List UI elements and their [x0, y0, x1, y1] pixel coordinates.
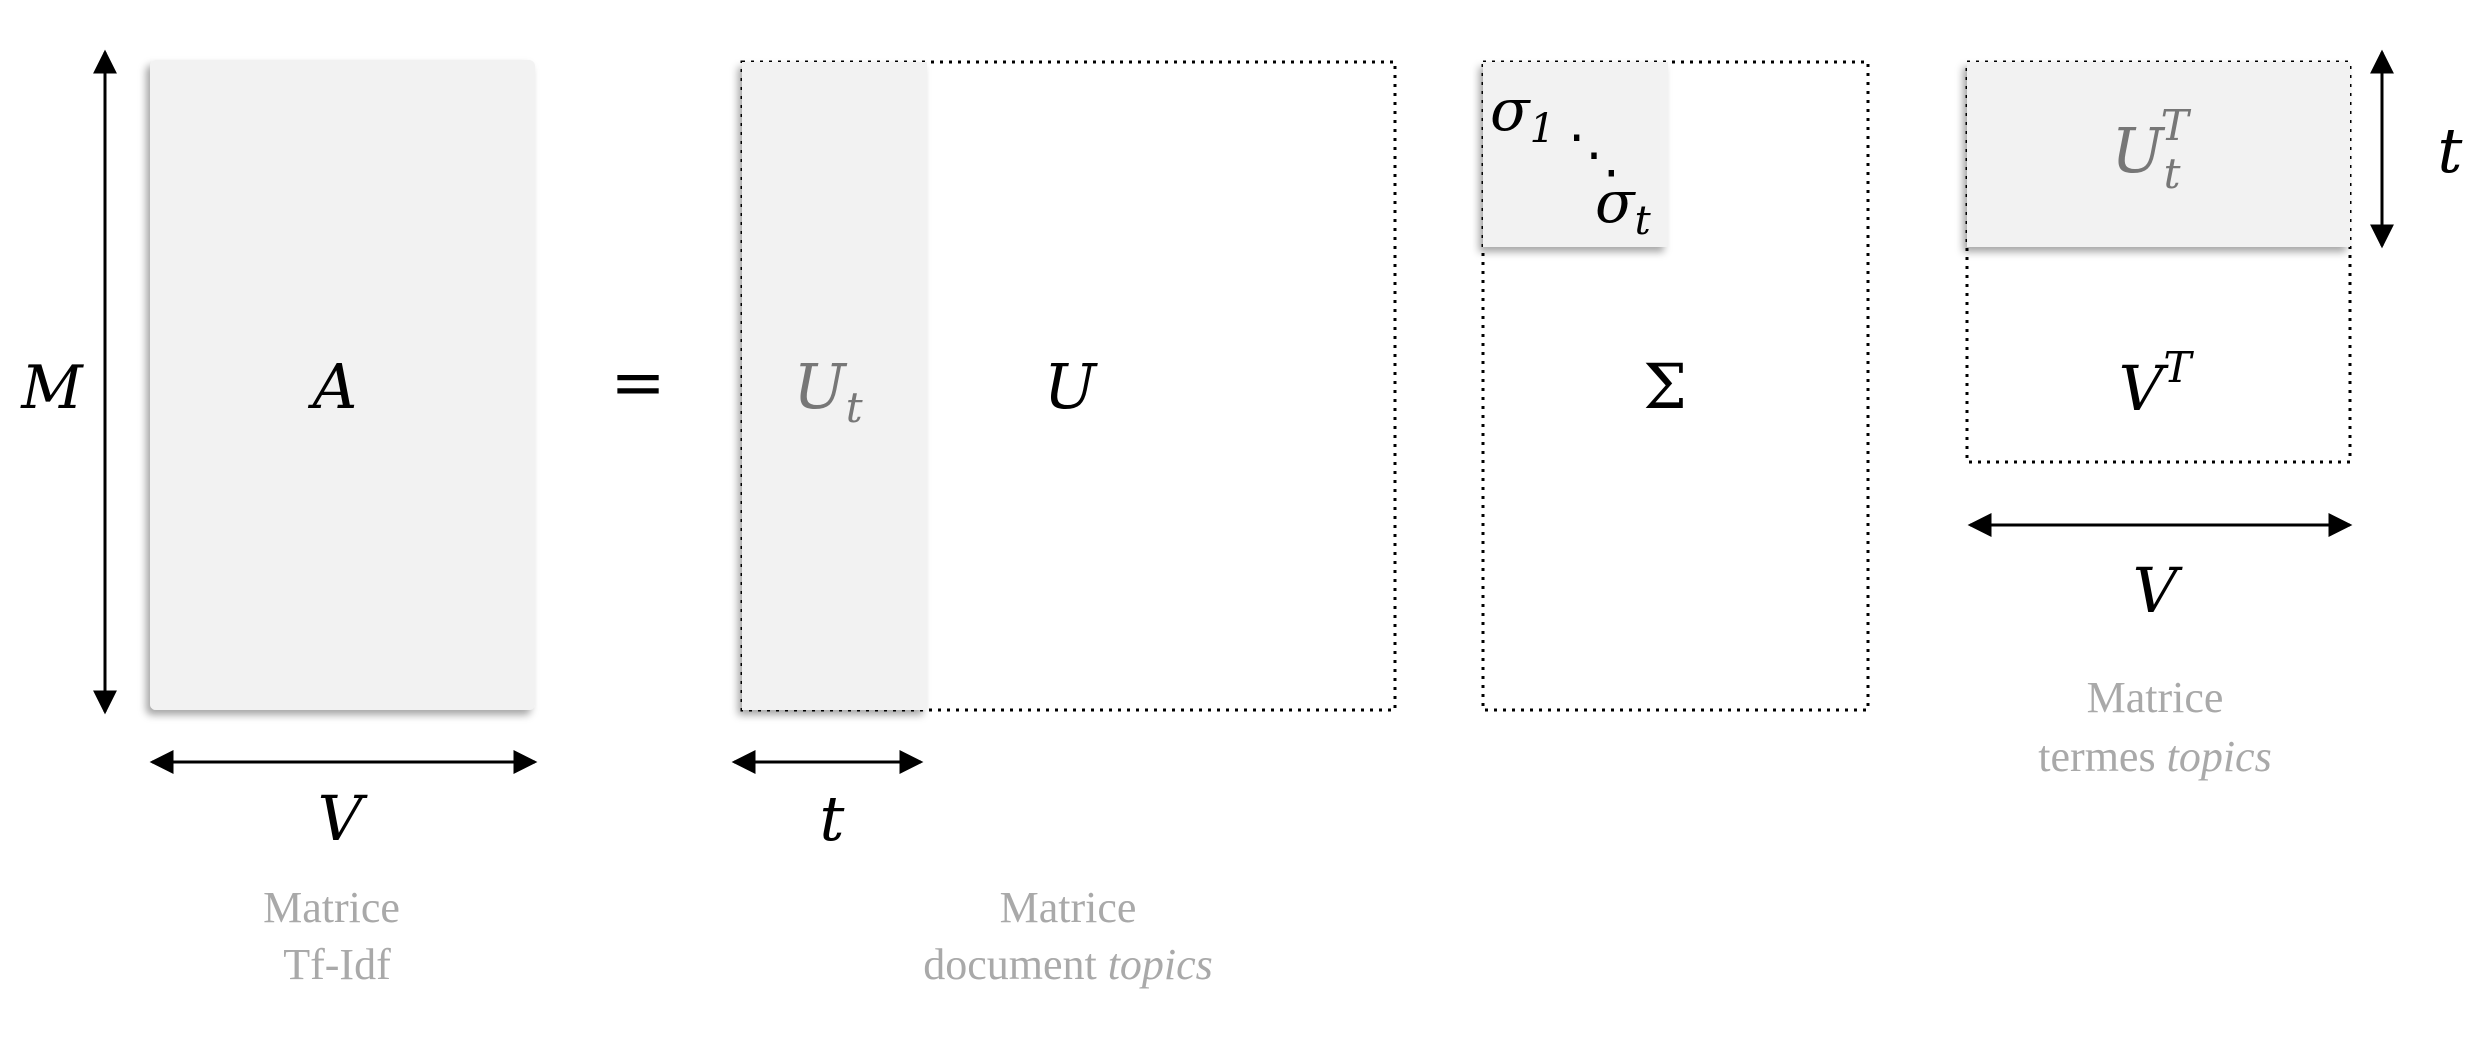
cols-dim-label-v-a: V: [318, 782, 369, 855]
matrix-a: A: [150, 60, 535, 710]
matrix-ut-transpose-block: [1967, 62, 2350, 247]
sigma-diagonal-dots: ⋱: [1568, 125, 1620, 185]
caption-u-line1: Matrice: [1000, 883, 1137, 932]
sigma-t-label: σt: [1595, 168, 1652, 244]
caption-vt-line1: Matrice: [2087, 673, 2224, 722]
matrix-sigma: σ1 ⋱ σt Σ: [1481, 60, 1870, 712]
caption-a-line1: Matrice: [263, 883, 400, 932]
rows-dim-label-t: t: [2438, 114, 2463, 187]
equals-sign: =: [610, 344, 665, 421]
rows-dim-label-m: M: [20, 353, 84, 423]
matrix-sigma-outline: [1481, 60, 1870, 712]
caption-a-line2: Tf-Idf: [283, 940, 391, 989]
matrix-vt-label: VT: [2119, 343, 2195, 425]
matrix-a-label: A: [308, 350, 358, 423]
matrix-sigma-t-block: [1483, 62, 1668, 247]
caption-matrix-vt-line2: termes topics: [2038, 732, 2271, 781]
caption-matrix-u-line2: document topics: [923, 940, 1213, 989]
matrix-ut-label: Ut: [793, 350, 862, 432]
cols-dim-label-v-vt: V: [2133, 554, 2184, 627]
matrix-sigma-label: Σ: [1643, 350, 1687, 423]
matrix-a-block: [150, 60, 535, 710]
caption-matrix-vt: Matrice: [2087, 673, 2224, 722]
caption-matrix-u: Matrice: [1000, 883, 1137, 932]
matrix-u: Ut U: [740, 60, 1397, 712]
sigma-1-label: σ1: [1490, 76, 1555, 152]
caption-matrix-a: Matrice Tf-Idf: [263, 883, 411, 989]
matrix-vt: UtT VT: [1965, 60, 2352, 464]
matrix-ut-block: [742, 62, 927, 710]
cols-dim-label-t: t: [820, 782, 845, 855]
matrix-u-label: U: [1044, 350, 1098, 423]
matrix-ut-transpose-label: UtT: [2111, 101, 2191, 198]
